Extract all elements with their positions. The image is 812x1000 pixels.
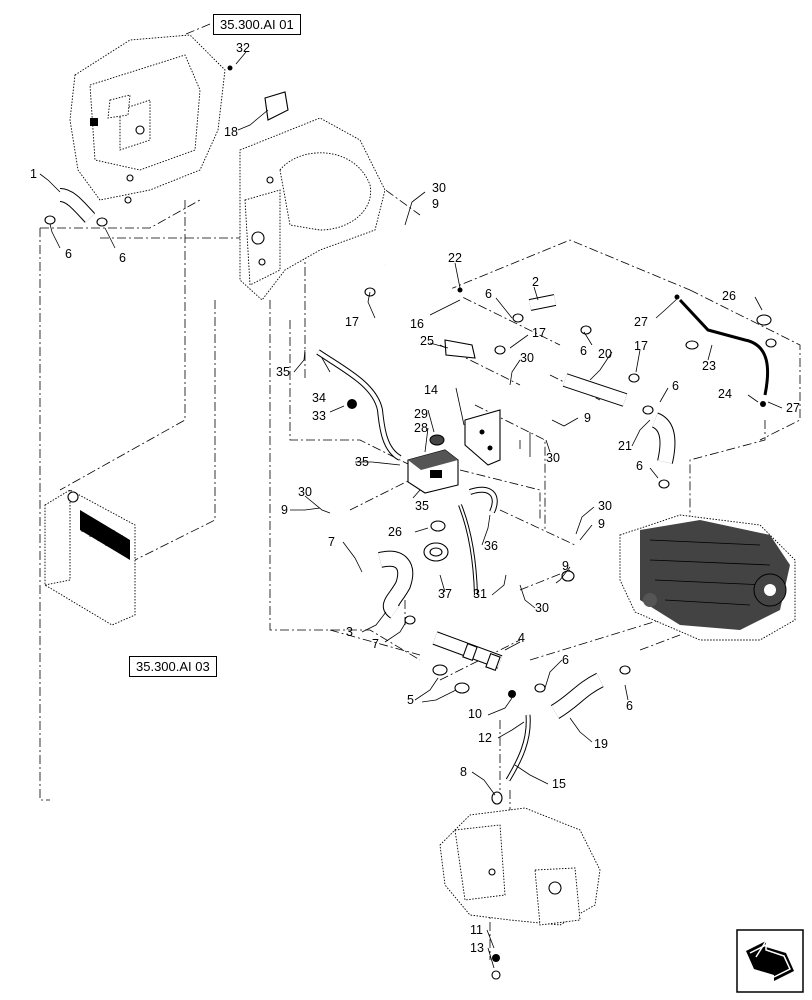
callout-7a: 7 [328,535,335,549]
reference-link-top[interactable]: 35.300.AI 01 [213,14,301,35]
upper-coolant-tube [383,262,471,348]
callout-9b: 9 [584,411,591,425]
callout-27b: 27 [786,401,800,415]
callout-35a: 35 [276,365,290,379]
tube-23 [678,298,777,396]
callout-6g: 6 [562,653,569,667]
tube-15 [505,714,531,782]
leader-lines [39,51,783,969]
callout-9c: 9 [281,503,288,517]
callout-24: 24 [718,387,732,401]
callout-33: 33 [312,409,326,423]
callout-32: 32 [236,41,250,55]
callout-17a: 17 [345,315,359,329]
callout-30c: 30 [546,451,560,465]
engine [619,514,796,641]
hose-1 [59,188,96,223]
small-parts [44,65,772,980]
reference-link-bottom[interactable]: 35.300.AI 03 [129,656,217,677]
radiator [44,489,136,626]
callout-22: 22 [448,251,462,265]
callout-13: 13 [470,941,484,955]
callout-12: 12 [478,731,492,745]
callout-26b: 26 [388,525,402,539]
callout-19: 19 [594,737,608,751]
callout-35c: 35 [415,499,429,513]
callout-3: 3 [346,625,353,639]
callout-30e: 30 [598,499,612,513]
callout-9a: 9 [432,197,439,211]
hose-21 [651,412,676,464]
reservoir-bracket [464,409,501,466]
callout-25: 25 [420,334,434,348]
callout-17c: 17 [634,339,648,353]
callout-26a: 26 [722,289,736,303]
next-page-arrow-icon[interactable] [736,929,804,993]
callout-14: 14 [424,383,438,397]
callout-28: 28 [414,421,428,435]
callout-9e: 9 [562,559,569,573]
callout-35b: 35 [355,455,369,469]
callout-15: 15 [552,777,566,791]
callout-6h: 6 [626,699,633,713]
callout-29: 29 [414,407,428,421]
callout-9d: 9 [598,517,605,531]
callout-6b: 6 [119,251,126,265]
callout-30a: 30 [432,181,446,195]
callout-30b: 30 [520,351,534,365]
callout-6d: 6 [580,344,587,358]
callout-34: 34 [312,391,326,405]
callout-36: 36 [484,539,498,553]
callout-6c: 6 [485,287,492,301]
transmission-housing [439,807,601,926]
hose-36 [469,486,498,514]
callout-17b: 17 [532,326,546,340]
hose-34 [316,349,402,461]
tee-pipe-4 [432,631,503,671]
callout-4: 4 [518,631,525,645]
callout-7b: 7 [372,637,379,651]
callout-6f: 6 [636,459,643,473]
callout-37: 37 [438,587,452,601]
cab-frame-panel [69,34,226,204]
callout-31: 31 [473,587,487,601]
hose-19 [550,672,604,719]
callout-18: 18 [224,125,238,139]
callout-21: 21 [618,439,632,453]
callout-30f: 30 [535,601,549,615]
callout-10: 10 [468,707,482,721]
callout-5: 5 [407,693,414,707]
coolant-reservoir [407,449,459,494]
callout-6e: 6 [672,379,679,393]
callout-8: 8 [460,765,467,779]
callout-2: 2 [532,275,539,289]
hose-3 [378,550,414,619]
callout-11: 11 [470,923,483,937]
callout-labels: 1 6 6 32 18 30 9 22 2 6 17 16 25 6 17 30… [30,41,800,955]
hose-31 [458,504,478,596]
hose-20 [562,373,628,407]
callout-23: 23 [702,359,716,373]
callout-30d: 30 [298,485,312,499]
engine-frame-bracket [239,117,386,301]
callout-1: 1 [30,167,37,181]
callout-27a: 27 [634,315,648,329]
hose-2 [528,294,557,311]
callout-20: 20 [598,347,612,361]
callout-16: 16 [410,317,424,331]
callout-6a: 6 [65,247,72,261]
